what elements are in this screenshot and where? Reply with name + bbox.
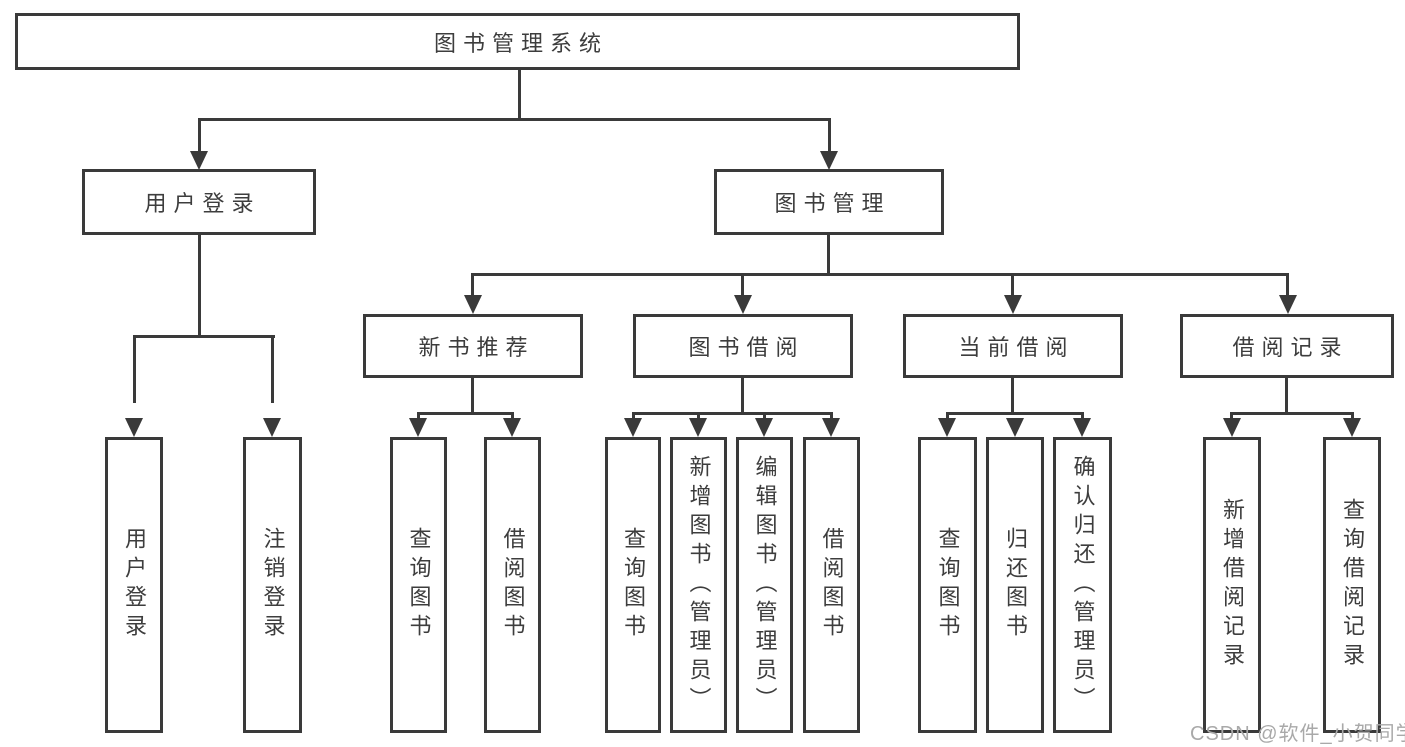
node-borrow-book-borrowing: 借阅图书	[803, 437, 860, 733]
connector-line	[741, 273, 744, 297]
connector-line	[1230, 412, 1354, 415]
node-label: 新增图书（管理员）	[686, 454, 712, 716]
connector-line	[271, 335, 274, 403]
arrow-down-icon	[1006, 418, 1024, 437]
connector-line	[741, 378, 744, 415]
arrow-down-icon	[734, 295, 752, 314]
node-new-book-recommend: 新书推荐	[363, 314, 583, 378]
node-return-book: 归还图书	[986, 437, 1044, 733]
arrow-down-icon	[1223, 418, 1241, 437]
connector-line	[632, 412, 833, 415]
node-label: 图书管理系统	[433, 30, 608, 56]
node-borrow-records: 借阅记录	[1180, 314, 1394, 378]
arrow-down-icon	[822, 418, 840, 437]
node-user-login-action: 用户登录	[105, 437, 163, 733]
node-label: 查询图书	[406, 527, 432, 643]
connector-line	[198, 118, 831, 121]
node-library-system: 图书管理系统	[15, 13, 1020, 70]
arrow-down-icon	[938, 418, 956, 437]
connector-line	[471, 378, 474, 415]
connector-line	[198, 118, 201, 152]
arrow-down-icon	[1279, 295, 1297, 314]
node-label: 查询图书	[935, 527, 961, 643]
arrow-down-icon	[190, 151, 208, 170]
node-label: 查询借阅记录	[1340, 498, 1365, 672]
connector-line	[198, 235, 201, 335]
arrow-down-icon	[1343, 418, 1361, 437]
node-label: 用户登录	[122, 527, 147, 643]
arrow-down-icon	[755, 418, 773, 437]
node-user-login: 用户登录	[82, 169, 316, 235]
arrow-down-icon	[464, 295, 482, 314]
node-label: 借阅图书	[500, 527, 526, 643]
arrow-down-icon	[125, 418, 143, 437]
node-query-book-newbook: 查询图书	[390, 437, 447, 733]
arrow-down-icon	[263, 418, 281, 437]
arrow-down-icon	[1073, 418, 1091, 437]
node-logout: 注销登录	[243, 437, 302, 733]
node-label: 新增借阅记录	[1220, 498, 1245, 672]
arrow-down-icon	[689, 418, 707, 437]
node-label: 查询图书	[621, 527, 646, 643]
connector-line	[697, 412, 700, 422]
connector-line	[1230, 412, 1233, 422]
node-book-management: 图书管理	[714, 169, 944, 235]
connector-line	[1081, 412, 1084, 422]
node-label: 归还图书	[1003, 527, 1028, 643]
connector-line	[827, 235, 830, 273]
arrow-down-icon	[409, 418, 427, 437]
node-edit-book-admin: 编辑图书（管理员）	[736, 437, 793, 733]
connector-line	[1011, 273, 1014, 297]
connector-line	[511, 412, 514, 422]
connector-line	[1351, 412, 1354, 422]
connector-line	[632, 412, 635, 422]
connector-line	[946, 412, 949, 422]
node-label: 当前借阅	[958, 335, 1075, 360]
node-label: 注销登录	[260, 527, 286, 643]
node-add-borrow-record: 新增借阅记录	[1203, 437, 1261, 733]
arrow-down-icon	[1004, 295, 1022, 314]
node-label: 借阅记录	[1232, 335, 1349, 360]
node-label: 用户登录	[144, 191, 261, 216]
connector-line	[471, 273, 474, 297]
node-borrow-book-newbook: 借阅图书	[484, 437, 541, 733]
connector-line	[828, 118, 831, 152]
connector-line	[471, 273, 1289, 276]
node-label: 新书推荐	[418, 335, 535, 360]
connector-line	[518, 70, 521, 121]
connector-line	[417, 412, 420, 422]
connector-line	[946, 412, 1084, 415]
node-label: 图书管理	[774, 191, 891, 216]
node-confirm-return-admin: 确认归还（管理员）	[1053, 437, 1112, 733]
arrow-down-icon	[624, 418, 642, 437]
node-add-book-admin: 新增图书（管理员）	[670, 437, 727, 733]
node-label: 图书借阅	[688, 335, 805, 360]
connector-line	[1011, 378, 1014, 415]
node-current-borrowing: 当前借阅	[903, 314, 1123, 378]
node-label: 借阅图书	[819, 527, 845, 643]
connector-line	[830, 412, 833, 422]
node-query-book-borrowing: 查询图书	[605, 437, 661, 733]
arrow-down-icon	[503, 418, 521, 437]
connector-line	[417, 412, 514, 415]
arrow-down-icon	[820, 151, 838, 170]
node-label: 编辑图书（管理员）	[752, 454, 778, 716]
connector-line	[1285, 378, 1288, 415]
connector-line	[763, 412, 766, 422]
connector-line	[133, 335, 136, 403]
connector-line	[133, 335, 275, 338]
node-label: 确认归还（管理员）	[1070, 454, 1096, 716]
node-query-book-current: 查询图书	[918, 437, 977, 733]
connector-line	[1286, 273, 1289, 297]
csdn-watermark: CSDN @软件_小贺同学	[1190, 723, 1405, 745]
node-query-borrow-record: 查询借阅记录	[1323, 437, 1381, 733]
node-book-borrowing: 图书借阅	[633, 314, 853, 378]
